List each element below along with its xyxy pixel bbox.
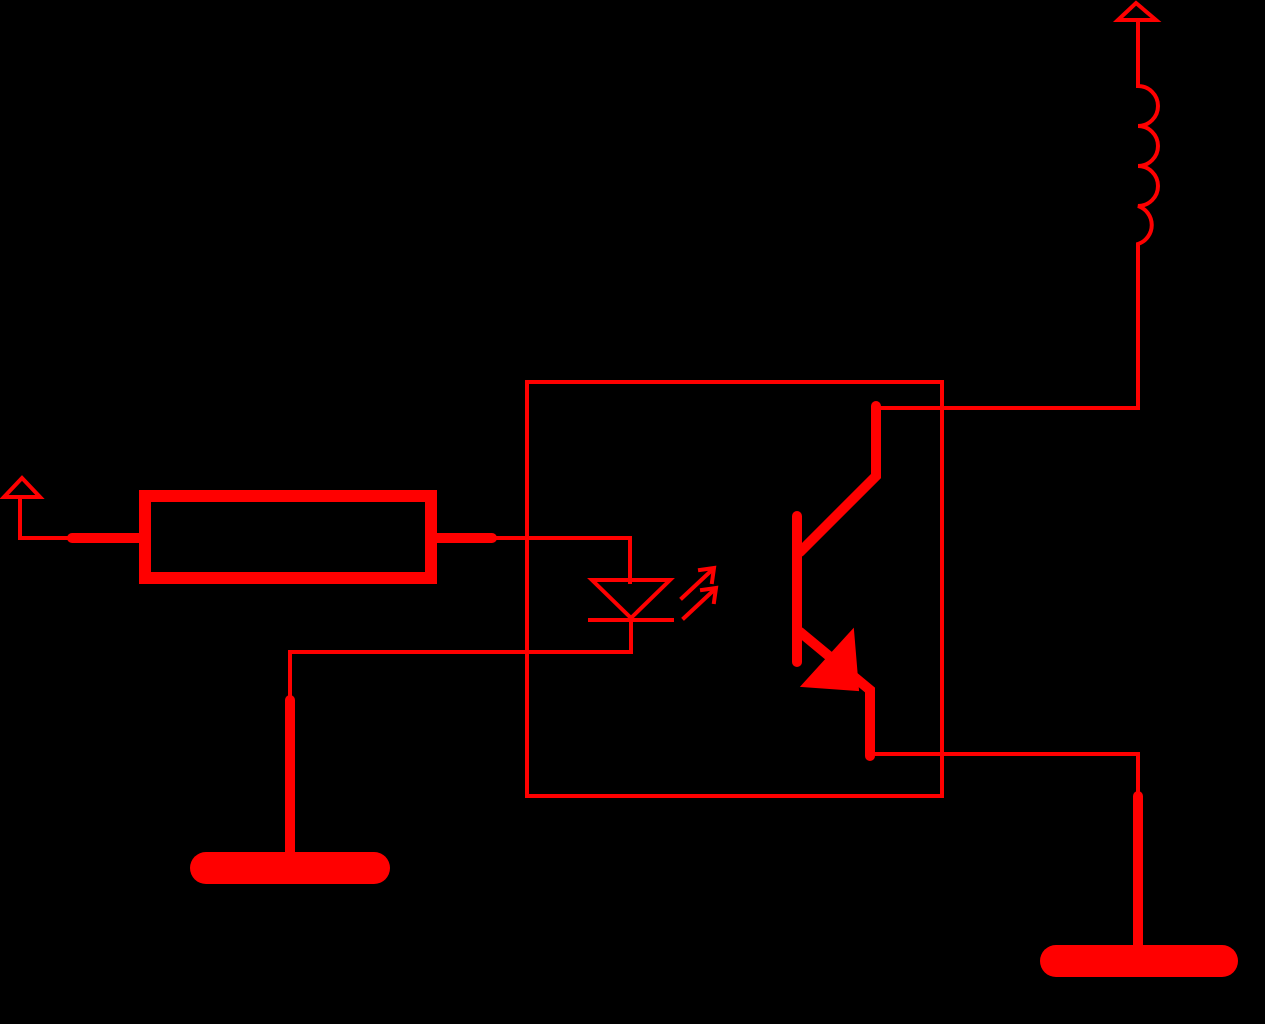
input-supply-flag [0,475,77,540]
led-return-wire [288,650,633,702]
input-ground [190,695,390,884]
emitter-wire [868,752,1140,798]
resistor [67,490,497,584]
output-ground [1040,791,1238,977]
led-input-wire [490,536,632,584]
optocoupler-package [525,380,944,798]
phototransistor-symbol [792,401,881,761]
collector-wire [874,244,1140,410]
led-symbol [587,565,719,654]
output-supply-flag [1112,0,1162,22]
relay-coil [1136,18,1160,248]
